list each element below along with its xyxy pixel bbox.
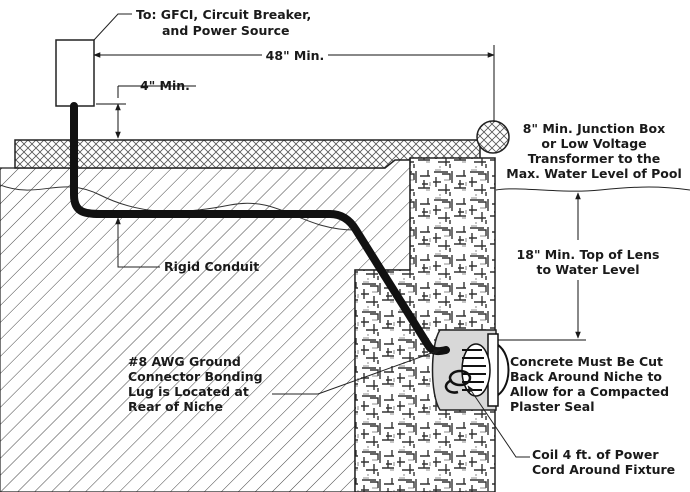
light-fixture <box>461 333 510 407</box>
svg-text:Rear of Niche: Rear of Niche <box>128 399 223 414</box>
svg-text:#8 AWG Ground: #8 AWG Ground <box>128 354 241 369</box>
dim-48-label: 48" Min. <box>266 48 325 63</box>
svg-text:Cord Around Fixture: Cord Around Fixture <box>532 462 675 477</box>
coil-leader <box>467 385 530 458</box>
svg-text:8" Min. Junction Box: 8" Min. Junction Box <box>523 121 665 136</box>
power-source-label-2: and Power Source <box>162 23 289 38</box>
power-source-leader <box>93 13 132 41</box>
svg-text:Coil 4 ft. of Power: Coil 4 ft. of Power <box>532 447 659 462</box>
dim-4-label: 4" Min. <box>140 78 190 93</box>
svg-text:or Low Voltage: or Low Voltage <box>541 136 646 151</box>
junction-box <box>55 39 95 107</box>
svg-text:18" Min. Top of Lens: 18" Min. Top of Lens <box>517 247 660 262</box>
pool-coping <box>476 120 510 154</box>
conduit-leader <box>115 217 160 268</box>
svg-text:Max. Water Level of Pool: Max. Water Level of Pool <box>506 166 682 181</box>
svg-text:Connector Bonding: Connector Bonding <box>128 369 263 384</box>
conduit-label: Rigid Conduit <box>164 259 259 274</box>
concrete-note: Concrete Must Be Cut Back Around Niche t… <box>510 354 669 414</box>
coil-note: Coil 4 ft. of Power Cord Around Fixture <box>532 447 675 477</box>
svg-text:to Water Level: to Water Level <box>536 262 639 277</box>
svg-text:Lug is Located at: Lug is Located at <box>128 384 249 399</box>
svg-text:Back Around Niche to: Back Around Niche to <box>510 369 662 384</box>
earth-fill <box>0 157 411 492</box>
svg-text:Concrete Must Be Cut: Concrete Must Be Cut <box>510 354 663 369</box>
lens-depth-note: 18" Min. Top of Lens to Water Level <box>517 247 660 277</box>
ground-lug-leader <box>272 349 441 395</box>
power-cord-coil <box>444 369 472 394</box>
water-level-line <box>495 186 690 192</box>
junction-box-note: 8" Min. Junction Box or Low Voltage Tran… <box>506 121 682 181</box>
svg-text:Plaster Seal: Plaster Seal <box>510 399 595 414</box>
dimension-4-min <box>96 85 196 139</box>
power-source-label-1: To: GFCI, Circuit Breaker, <box>136 7 311 22</box>
svg-text:Transformer to the: Transformer to the <box>528 151 661 166</box>
ground-lug-note: #8 AWG Ground Connector Bonding Lug is L… <box>128 354 263 414</box>
dimension-48-min <box>93 45 495 122</box>
dimension-18-min <box>498 192 586 341</box>
svg-text:Allow for a Compacted: Allow for a Compacted <box>510 384 669 399</box>
